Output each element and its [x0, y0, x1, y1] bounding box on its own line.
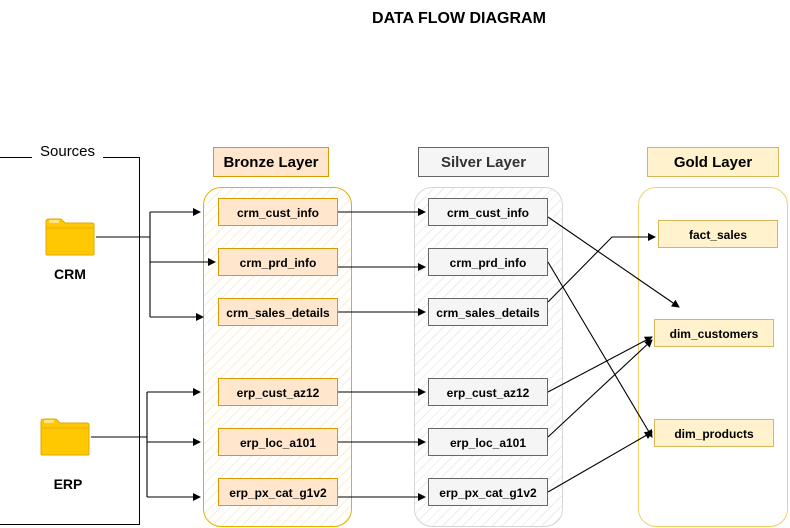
folder-icon	[45, 218, 95, 256]
bronze-node-erp-cust-az12: erp_cust_az12	[218, 378, 338, 406]
silver-node-erp-px-cat-g1v2: erp_px_cat_g1v2	[428, 478, 548, 506]
silver-node-crm-sales-details: crm_sales_details	[428, 298, 548, 326]
source-label-erp: ERP	[53, 476, 83, 492]
silver-node-erp-loc-a101: erp_loc_a101	[428, 428, 548, 456]
page-title: DATA FLOW DIAGRAM	[372, 10, 546, 27]
bronze-node-crm-cust-info: crm_cust_info	[218, 198, 338, 226]
silver-node-crm-cust-info: crm_cust_info	[428, 198, 548, 226]
silver-layer-panel	[414, 187, 563, 527]
gold-node-dim-customers: dim_customers	[654, 319, 774, 347]
source-label-crm: CRM	[54, 266, 86, 282]
folder-icon	[40, 418, 90, 456]
arrow-to-fact-sales	[547, 233, 656, 303]
bronze-node-erp-px-cat-g1v2: erp_px_cat_g1v2	[218, 478, 338, 506]
gold-layer-title: Gold Layer	[647, 147, 779, 177]
bronze-node-erp-loc-a101: erp_loc_a101	[218, 428, 338, 456]
silver-node-crm-prd-info: crm_prd_info	[428, 248, 548, 276]
bronze-node-crm-sales-details: crm_sales_details	[218, 298, 338, 326]
sources-label: Sources	[32, 143, 104, 160]
bronze-layer-panel	[203, 187, 352, 527]
silver-node-erp-cust-az12: erp_cust_az12	[428, 378, 548, 406]
gold-node-dim-products: dim_products	[654, 419, 774, 447]
silver-layer-title: Silver Layer	[418, 147, 549, 177]
gold-node-fact-sales: fact_sales	[658, 220, 778, 248]
bronze-layer-title: Bronze Layer	[213, 147, 329, 177]
bronze-node-crm-prd-info: crm_prd_info	[218, 248, 338, 276]
